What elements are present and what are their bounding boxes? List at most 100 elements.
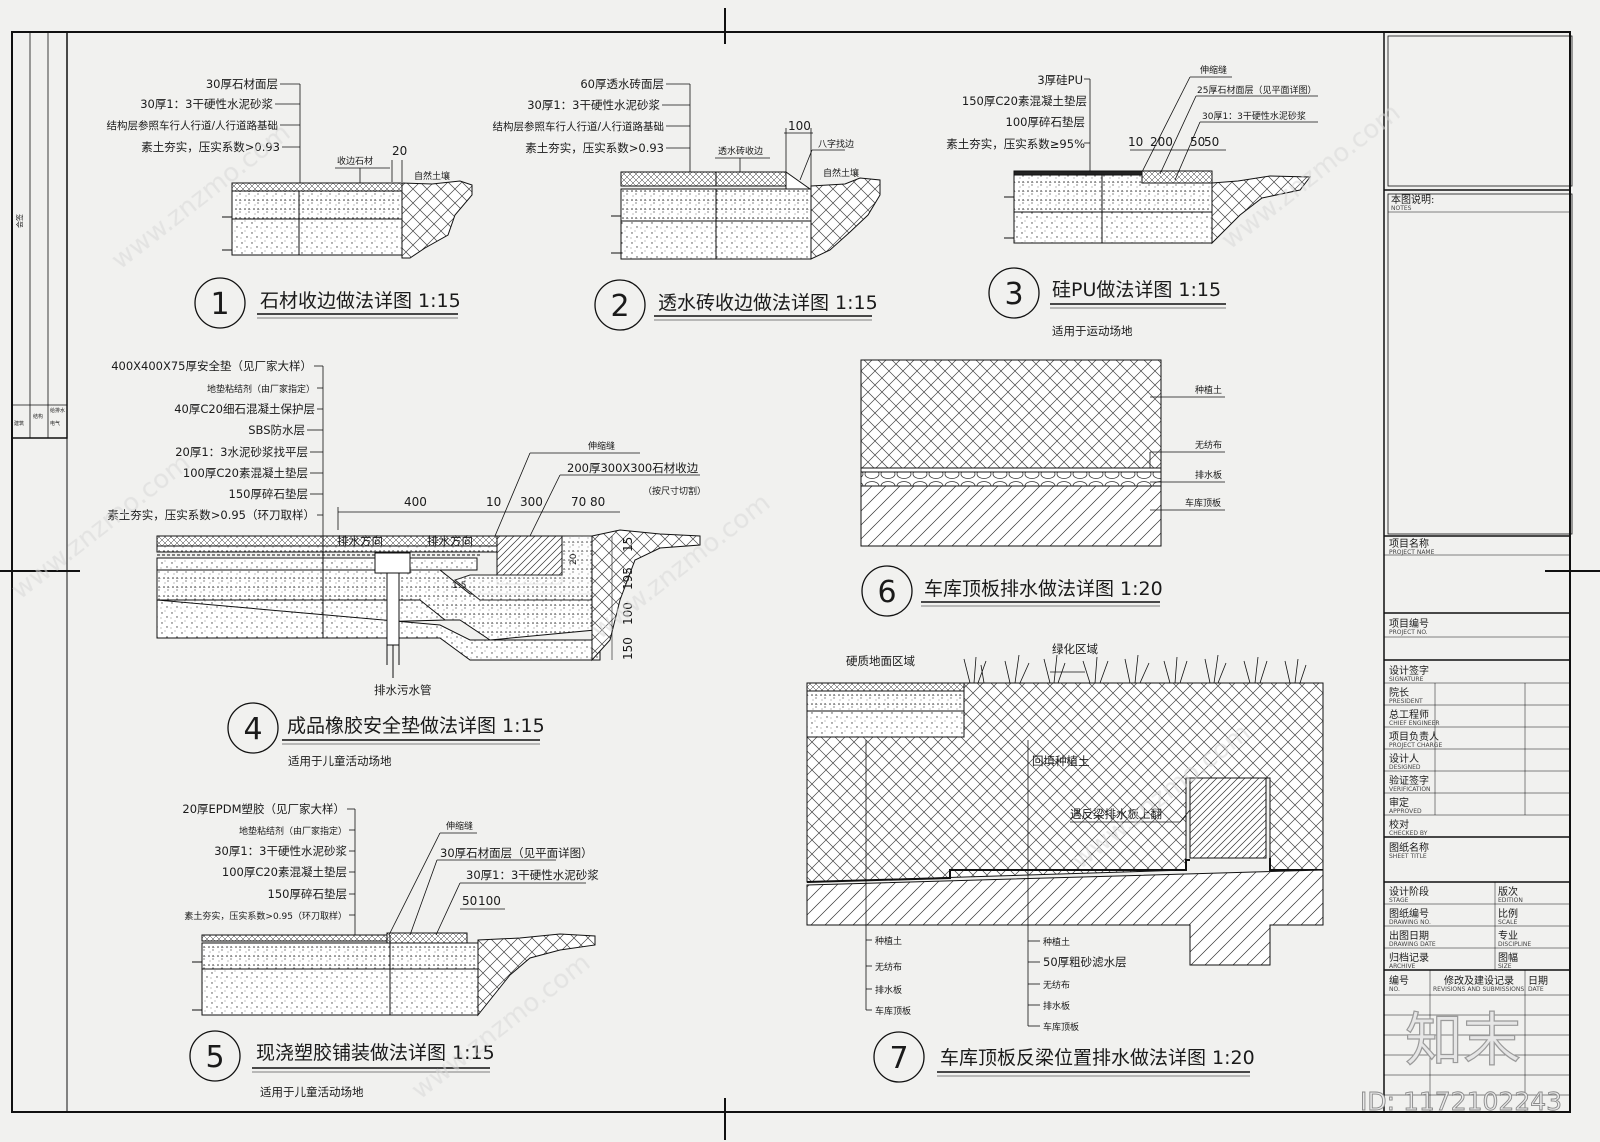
tb-designer: 设计人 bbox=[1389, 752, 1419, 765]
tb-edition: 版次 bbox=[1498, 885, 1518, 898]
detail-1-section bbox=[222, 180, 473, 259]
watermark-brand: 知末 bbox=[1405, 1006, 1521, 1074]
tb-date-en: DATE bbox=[1528, 986, 1544, 993]
detail-4-rubber-mat: 400X400X75厚安全垫（见厂家大样） 地垫粘结剂（由厂家指定） 40厚C2… bbox=[107, 359, 706, 768]
d6-num: 6 bbox=[877, 575, 896, 610]
d7-green-area: 绿化区域 bbox=[1052, 642, 1098, 656]
detail-6-leaders bbox=[1149, 396, 1225, 511]
d7-left-label-2: 排水板 bbox=[875, 984, 902, 996]
d7-title: 车库顶板反梁位置排水做法详图 1:20 bbox=[940, 1047, 1255, 1069]
d1-dim: 20 bbox=[392, 144, 407, 158]
tb-chief-eng: 总工程师 bbox=[1389, 708, 1429, 721]
d3-label-2: 100厚碎石垫层 bbox=[1006, 115, 1085, 129]
d6-label-2: 排水板 bbox=[1195, 469, 1222, 481]
d3-label-0: 3厚硅PU bbox=[1037, 73, 1083, 87]
d5-dim-1: 100 bbox=[478, 894, 501, 908]
d1-title: 石材收边做法详图 1:15 bbox=[260, 290, 461, 312]
d4-dim-v-0: 15 bbox=[621, 537, 635, 552]
d2-tag-bevel: 八字找边 bbox=[818, 138, 854, 150]
detail-7-number-circle bbox=[873, 1031, 925, 1083]
tb-drawing-no: 图纸编号 bbox=[1389, 907, 1429, 920]
tb-scale: 比例 bbox=[1498, 907, 1518, 920]
tb-sheet-en: SIZE bbox=[1498, 963, 1512, 970]
d5-title: 现浇塑胶铺装做法详图 1:15 bbox=[256, 1042, 495, 1064]
d3-title: 硅PU做法详图 1:15 bbox=[1052, 279, 1221, 301]
d4-dim-h-1: 10 bbox=[486, 495, 501, 509]
detail-3-number-circle bbox=[988, 267, 1040, 319]
d5-dim-0: 50 bbox=[462, 894, 477, 908]
d7-left-label-3: 车库顶板 bbox=[875, 1005, 911, 1017]
d5-right-label-0: 伸缩缝 bbox=[446, 820, 473, 832]
d5-label-0: 20厚EPDM塑胶（见厂家大样） bbox=[182, 802, 345, 816]
detail-7-leaders bbox=[865, 671, 1191, 1027]
tb-project-lead-en: PROJECT CHARGE bbox=[1389, 742, 1442, 749]
d4-dim-h-3: 70 bbox=[571, 495, 586, 509]
detail-3-section bbox=[1004, 170, 1311, 245]
strip-label-2: 结构 bbox=[33, 413, 43, 420]
d4-dim-v-3: 150 bbox=[621, 637, 635, 660]
tb-sheet: 图幅 bbox=[1498, 951, 1518, 964]
tb-check-en: CHECKED BY bbox=[1389, 830, 1428, 837]
watermark-id: ID: 1172102243 bbox=[1360, 1087, 1562, 1116]
d7-right-label-2: 无纺布 bbox=[1043, 979, 1070, 991]
d7-num: 7 bbox=[889, 1041, 908, 1076]
d5-right-label-1: 30厚石材面层（见平面详图） bbox=[440, 846, 593, 860]
d1-tag-soil: 自然土壤 bbox=[414, 170, 450, 182]
detail-2-number-circle bbox=[594, 279, 646, 331]
d6-label-1: 无纺布 bbox=[1195, 439, 1222, 451]
d4-title: 成品橡胶安全垫做法详图 1:15 bbox=[287, 715, 545, 737]
tb-issue-date-en: DRAWING DATE bbox=[1389, 941, 1436, 948]
d3-num: 3 bbox=[1004, 277, 1023, 312]
d1-label-2: 结构层参照车行人行道/人行道路基础 bbox=[106, 119, 278, 132]
tb-verify: 验证签字 bbox=[1389, 774, 1429, 787]
tb-design-stage-en: STAGE bbox=[1389, 897, 1409, 904]
d1-num: 1 bbox=[210, 287, 229, 322]
d4-subtitle: 适用于儿童活动场地 bbox=[288, 754, 392, 768]
tb-edition-en: EDITION bbox=[1498, 897, 1523, 904]
tb-archive-en: ARCHIVE bbox=[1389, 963, 1416, 970]
tb-discipline-en: DISCIPLINE bbox=[1498, 941, 1531, 948]
d3-dim-3: 50 bbox=[1204, 135, 1219, 149]
d2-label-3: 素土夯实，压实系数>0.93 bbox=[525, 141, 664, 155]
tb-chief-eng-en: CHIEF ENGINEER bbox=[1389, 720, 1440, 727]
d1-label-3: 素土夯实，压实系数>0.93 bbox=[141, 140, 280, 154]
tb-archive: 归档记录 bbox=[1389, 951, 1429, 964]
left-sign-strip: 会签 建筑 结构 给排水 电气 bbox=[11, 31, 68, 439]
tb-revno: 编号 bbox=[1389, 974, 1409, 987]
d4-label-1: 地垫粘结剂（由厂家指定） bbox=[207, 383, 315, 395]
tb-notes-en: NOTES bbox=[1391, 205, 1412, 212]
d3-dim-0: 10 bbox=[1128, 135, 1143, 149]
d7-hard-area: 硬质地面区域 bbox=[846, 654, 915, 668]
d4-pipe: 排水污水管 bbox=[374, 683, 432, 697]
d7-right-label-4: 车库顶板 bbox=[1043, 1021, 1079, 1033]
detail-7-section bbox=[806, 654, 1324, 966]
d4-small-dim: 20 bbox=[569, 553, 579, 565]
tb-drawing-name-en: SHEET TITLE bbox=[1389, 853, 1427, 860]
tb-design-sign: 设计签字 bbox=[1389, 664, 1429, 677]
tb-project-no: 项目编号 bbox=[1389, 617, 1429, 630]
d4-dim-v-2: 100 bbox=[621, 602, 635, 625]
d4-edge2: （按尺寸切割） bbox=[643, 485, 706, 497]
d2-label-2: 结构层参照车行人行道/人行道路基础 bbox=[492, 120, 664, 133]
d3-label-3: 素土夯实，压实系数≥95% bbox=[946, 137, 1085, 151]
d5-num: 5 bbox=[205, 1040, 224, 1075]
d4-flow-1: 排水方向 bbox=[337, 534, 383, 548]
d5-label-3: 100厚C20素混凝土垫层 bbox=[222, 865, 347, 879]
d5-label-2: 30厚1：3干硬性水泥砂浆 bbox=[214, 844, 347, 858]
tb-revision-en: REVISIONS AND SUBMISSIONS bbox=[1433, 986, 1524, 993]
d4-joint: 伸缩缝 bbox=[588, 440, 615, 452]
tb-scale-en: SCALE bbox=[1498, 919, 1517, 926]
tb-design-stage: 设计阶段 bbox=[1389, 885, 1429, 898]
d2-num: 2 bbox=[610, 289, 629, 324]
tb-project-lead: 项目负责人 bbox=[1389, 730, 1439, 743]
d3-right-label-1: 25厚石材面层（见平面详图） bbox=[1197, 84, 1316, 96]
detail-6-section bbox=[860, 359, 1162, 547]
d4-label-5: 100厚C20素混凝土垫层 bbox=[183, 466, 308, 480]
tb-approve-en: APPROVED bbox=[1389, 808, 1422, 815]
tb-project-name: 项目名称 bbox=[1389, 537, 1429, 550]
d2-title: 透水砖收边做法详图 1:15 bbox=[658, 292, 878, 314]
detail-3-silicon-pu: 3厚硅PU 150厚C20素混凝土垫层 100厚碎石垫层 素土夯实，压实系数≥9… bbox=[946, 64, 1318, 338]
detail-2-permeable-brick-edge: 60厚透水砖面层 30厚1：3干硬性水泥砂浆 结构层参照车行人行道/人行道路基础… bbox=[492, 77, 881, 331]
d4-slope: 1:5 bbox=[452, 581, 466, 591]
d2-label-1: 30厚1：3干硬性水泥砂浆 bbox=[527, 98, 660, 112]
